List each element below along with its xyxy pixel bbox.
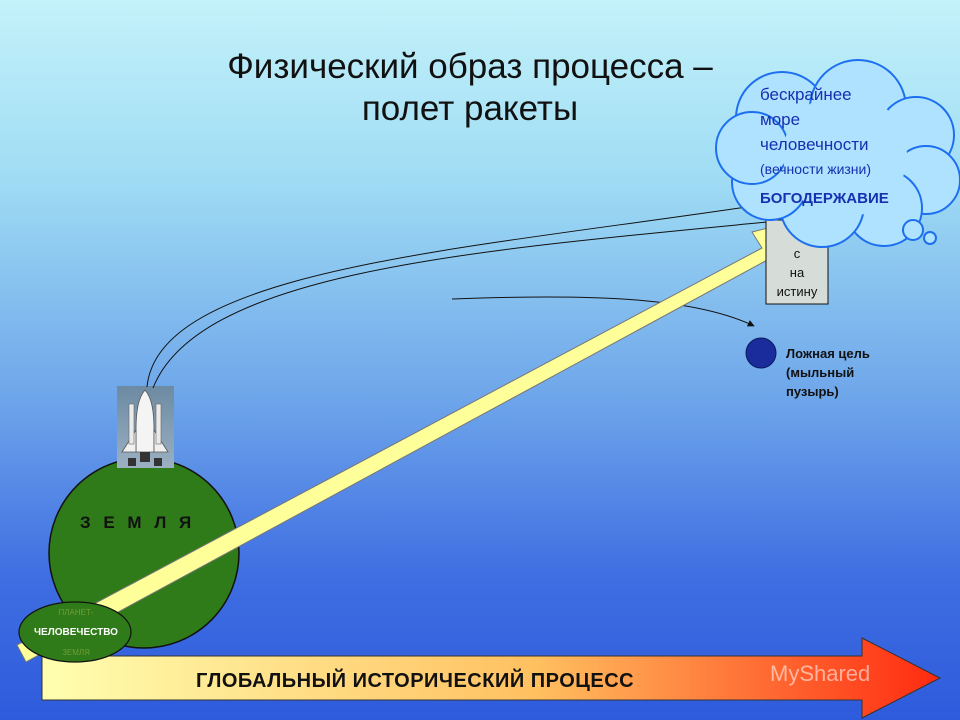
watermark: MyShared (770, 661, 871, 686)
cloud-line-4: (вечности жизни) (760, 161, 872, 177)
cloud-line-2: море (760, 110, 801, 129)
trajectory-curve-upper (146, 204, 761, 388)
title: Физический образ процесса – полет ракеты (190, 46, 750, 130)
planet-oval-text: ПЛАНЕТ- ЧЕЛОВЕЧЕСТВО ЗЕМЛЯ (18, 603, 134, 663)
note-line-1: с (793, 246, 801, 261)
oval-line-3: ЗЕМЛЯ (62, 648, 90, 657)
false-goal-line-3: пузырь) (786, 384, 839, 399)
note-box-text: с на истину (768, 244, 826, 301)
oval-line-2: ЧЕЛОВЕЧЕСТВО (34, 627, 118, 638)
cloud-line-5: БОГОДЕРЖАВИЕ (760, 190, 889, 207)
trajectory-curve-lower (152, 219, 789, 389)
false-goal-line-1: Ложная цель (786, 346, 870, 361)
note-line-3: истину (776, 284, 818, 299)
title-line-2: полет ракеты (361, 89, 579, 128)
bottom-arrow (41, 637, 942, 719)
false-goal-line-2: (мыльный (786, 365, 855, 380)
earth-label: З Е М Л Я (80, 513, 196, 532)
title-line-1: Физический образ процесса – (227, 47, 713, 86)
planet-oval (18, 601, 132, 663)
false-goal-bubble (745, 337, 777, 369)
cloud-shape (715, 59, 960, 248)
cloud-line-3: человечности (760, 135, 869, 154)
false-goal-label: Ложная цель (мыльный пузырь) (786, 344, 906, 401)
bottom-arrow-label: ГЛОБАЛЬНЫЙ ИСТОРИЧЕСКИЙ ПРОЦЕСС (196, 670, 635, 692)
cloud-line-1: бескрайнее (760, 85, 852, 104)
rocket-icon (117, 386, 174, 468)
cloud-text: бескрайнее море человечности (вечности ж… (760, 82, 930, 211)
note-line-2: на (789, 265, 805, 280)
false-goal-arrow (451, 296, 755, 327)
oval-line-1: ПЛАНЕТ- (58, 608, 94, 617)
